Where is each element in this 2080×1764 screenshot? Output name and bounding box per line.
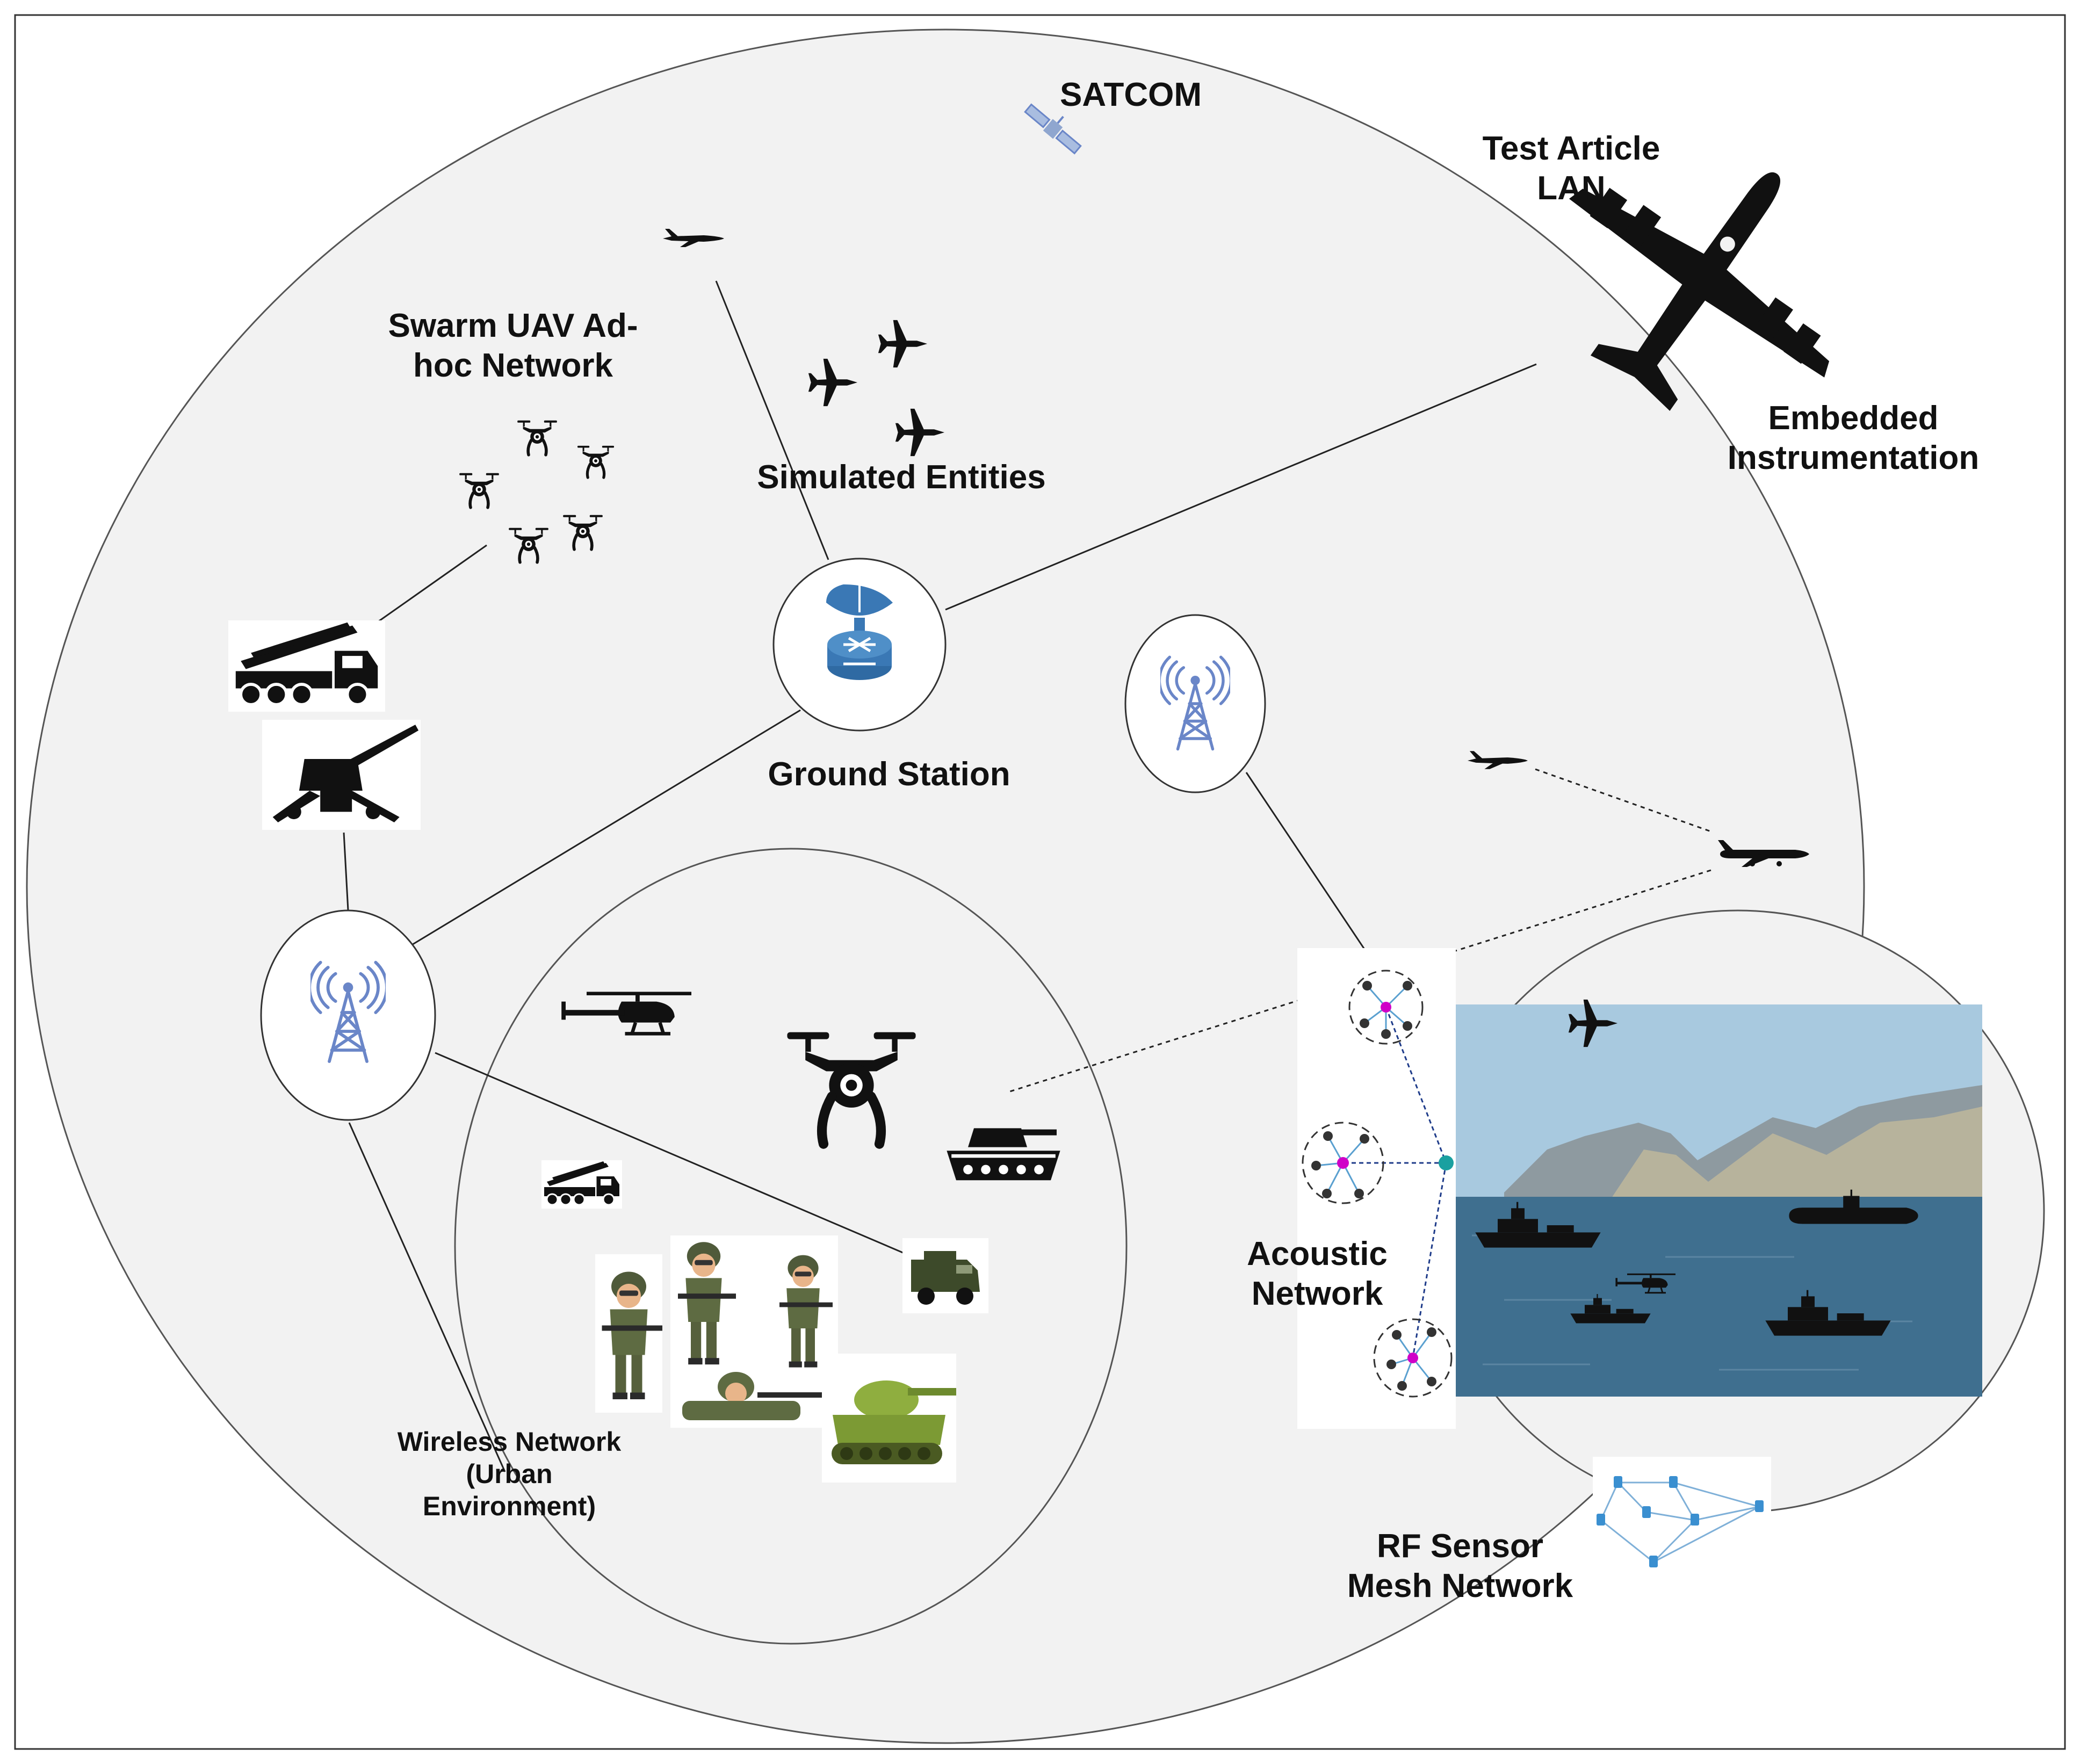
acoustic-network-label: Acoustic Network — [1247, 1235, 1388, 1313]
test-article-label: Test Article LAN — [1482, 130, 1660, 207]
left-tower-node[interactable] — [260, 909, 436, 1121]
simulated-entities-label: Simulated Entities — [757, 459, 1046, 496]
tank-icon — [822, 1354, 956, 1483]
maritime-scene — [1456, 999, 1982, 1397]
acoustic-gateway-node — [1439, 1155, 1454, 1170]
satcom-label: SATCOM — [1059, 76, 1202, 113]
dotted-links — [1009, 768, 1711, 1093]
rf-sensor-label: RF Sensor Mesh Network — [1347, 1528, 1573, 1605]
wireless-network-label: Wireless Network (Urban Environment) — [397, 1427, 622, 1521]
large-aircraft-icon — [1569, 172, 1830, 411]
prone-soldier-icon — [682, 1372, 822, 1420]
sensor-mesh-icon — [1597, 1476, 1764, 1567]
acoustic-network — [1302, 970, 1454, 1398]
ground-station-icon — [826, 584, 893, 680]
swarm-network-label: Swarm UAV Ad- hoc Network — [388, 307, 638, 385]
armored-truck-icon — [902, 1238, 988, 1313]
network-links — [343, 280, 1537, 1472]
satellite-icon — [1024, 103, 1082, 155]
ground-station-label: Ground Station — [768, 756, 1010, 793]
acoustic-panel — [1297, 948, 1456, 1429]
embedded-instrumentation-label: Embedded Instrumentation — [1727, 400, 1980, 477]
